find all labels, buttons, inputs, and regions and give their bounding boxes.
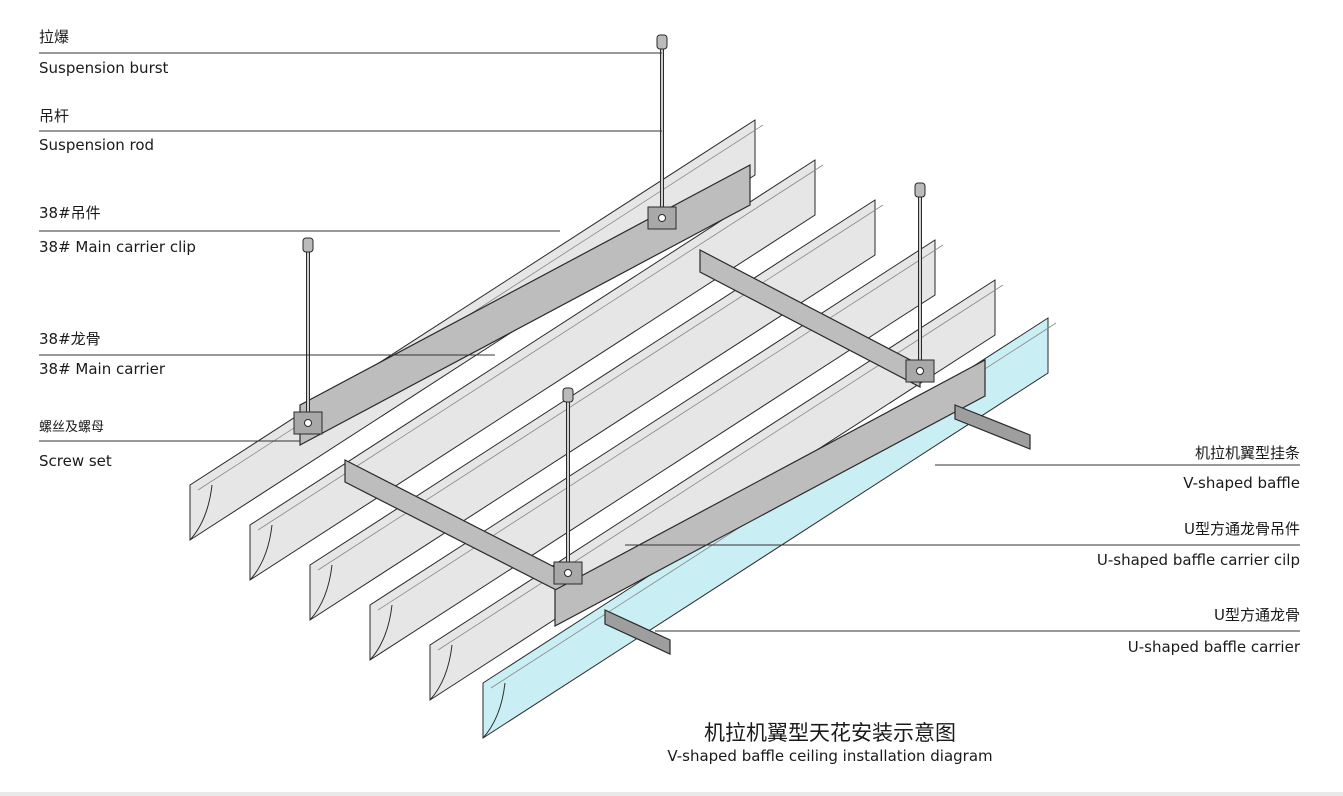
label-screw-set-zh: 螺丝及螺母	[39, 420, 105, 435]
label-main-carrier-zh: 38#龙骨	[39, 330, 101, 348]
screw-nut	[564, 569, 572, 577]
baffle-groove	[437, 284, 1004, 651]
u-baffle-carrier-right	[699, 249, 921, 388]
label-v-shaped-baffle-en: V-shaped baffle	[1183, 474, 1300, 492]
main-carrier-38-front	[554, 358, 986, 628]
label-main-carrier-en: 38# Main carrier	[39, 360, 166, 378]
label-suspension-burst-zh: 拉爆	[39, 28, 70, 46]
screw-nut	[658, 214, 666, 222]
bottom-divider	[0, 792, 1343, 796]
screw-nut	[304, 419, 312, 427]
caption-title-zh: 机拉机翼型天花安装示意图	[704, 721, 956, 745]
baffle-lip	[369, 604, 393, 661]
u-baffle-carrier-stub	[954, 404, 1031, 450]
baffle-lip	[429, 644, 453, 701]
label-main-carrier-clip-en: 38# Main carrier clip	[39, 238, 196, 256]
diagram-caption: 机拉机翼型天花安装示意图 V-shaped baffle ceiling ins…	[660, 720, 1000, 766]
label-baffle-carrier-clip-zh: U型方通龙骨吊件	[1184, 520, 1300, 538]
baffle-lip	[189, 484, 213, 541]
carrier-frame	[299, 164, 1031, 655]
baffle-groove	[197, 124, 764, 491]
suspension-burst-anchor	[656, 34, 668, 50]
baffle-lip	[249, 524, 273, 581]
label-baffle-carrier-en: U-shaped baffle carrier	[1127, 638, 1300, 656]
label-baffle-carrier-clip-en: U-shaped baffle carrier cilp	[1096, 551, 1300, 569]
baffle-strip	[249, 159, 816, 581]
baffle-lip	[482, 682, 506, 739]
baffle-lip	[309, 564, 333, 621]
suspension-burst-anchor	[562, 387, 574, 403]
baffle-groove	[377, 244, 944, 611]
screw-nut	[916, 367, 924, 375]
u-baffle-carrier-stub	[604, 609, 671, 655]
suspension-burst-anchor	[302, 237, 314, 253]
label-v-shaped-baffle-zh: 机拉机翼型挂条	[1194, 444, 1300, 462]
suspension-burst-anchor	[914, 182, 926, 198]
label-leader-lines	[39, 52, 1300, 632]
label-baffle-carrier-zh: U型方通龙骨	[1214, 606, 1300, 624]
label-suspension-burst-en: Suspension burst	[39, 59, 169, 77]
caption-title-en: V-shaped baffle ceiling installation dia…	[667, 747, 993, 765]
label-suspension-rod-zh: 吊杆	[39, 107, 70, 125]
label-main-carrier-clip-zh: 38#吊件	[39, 204, 101, 222]
label-screw-set-en: Screw set	[39, 452, 112, 470]
label-suspension-rod-en: Suspension rod	[39, 136, 155, 154]
